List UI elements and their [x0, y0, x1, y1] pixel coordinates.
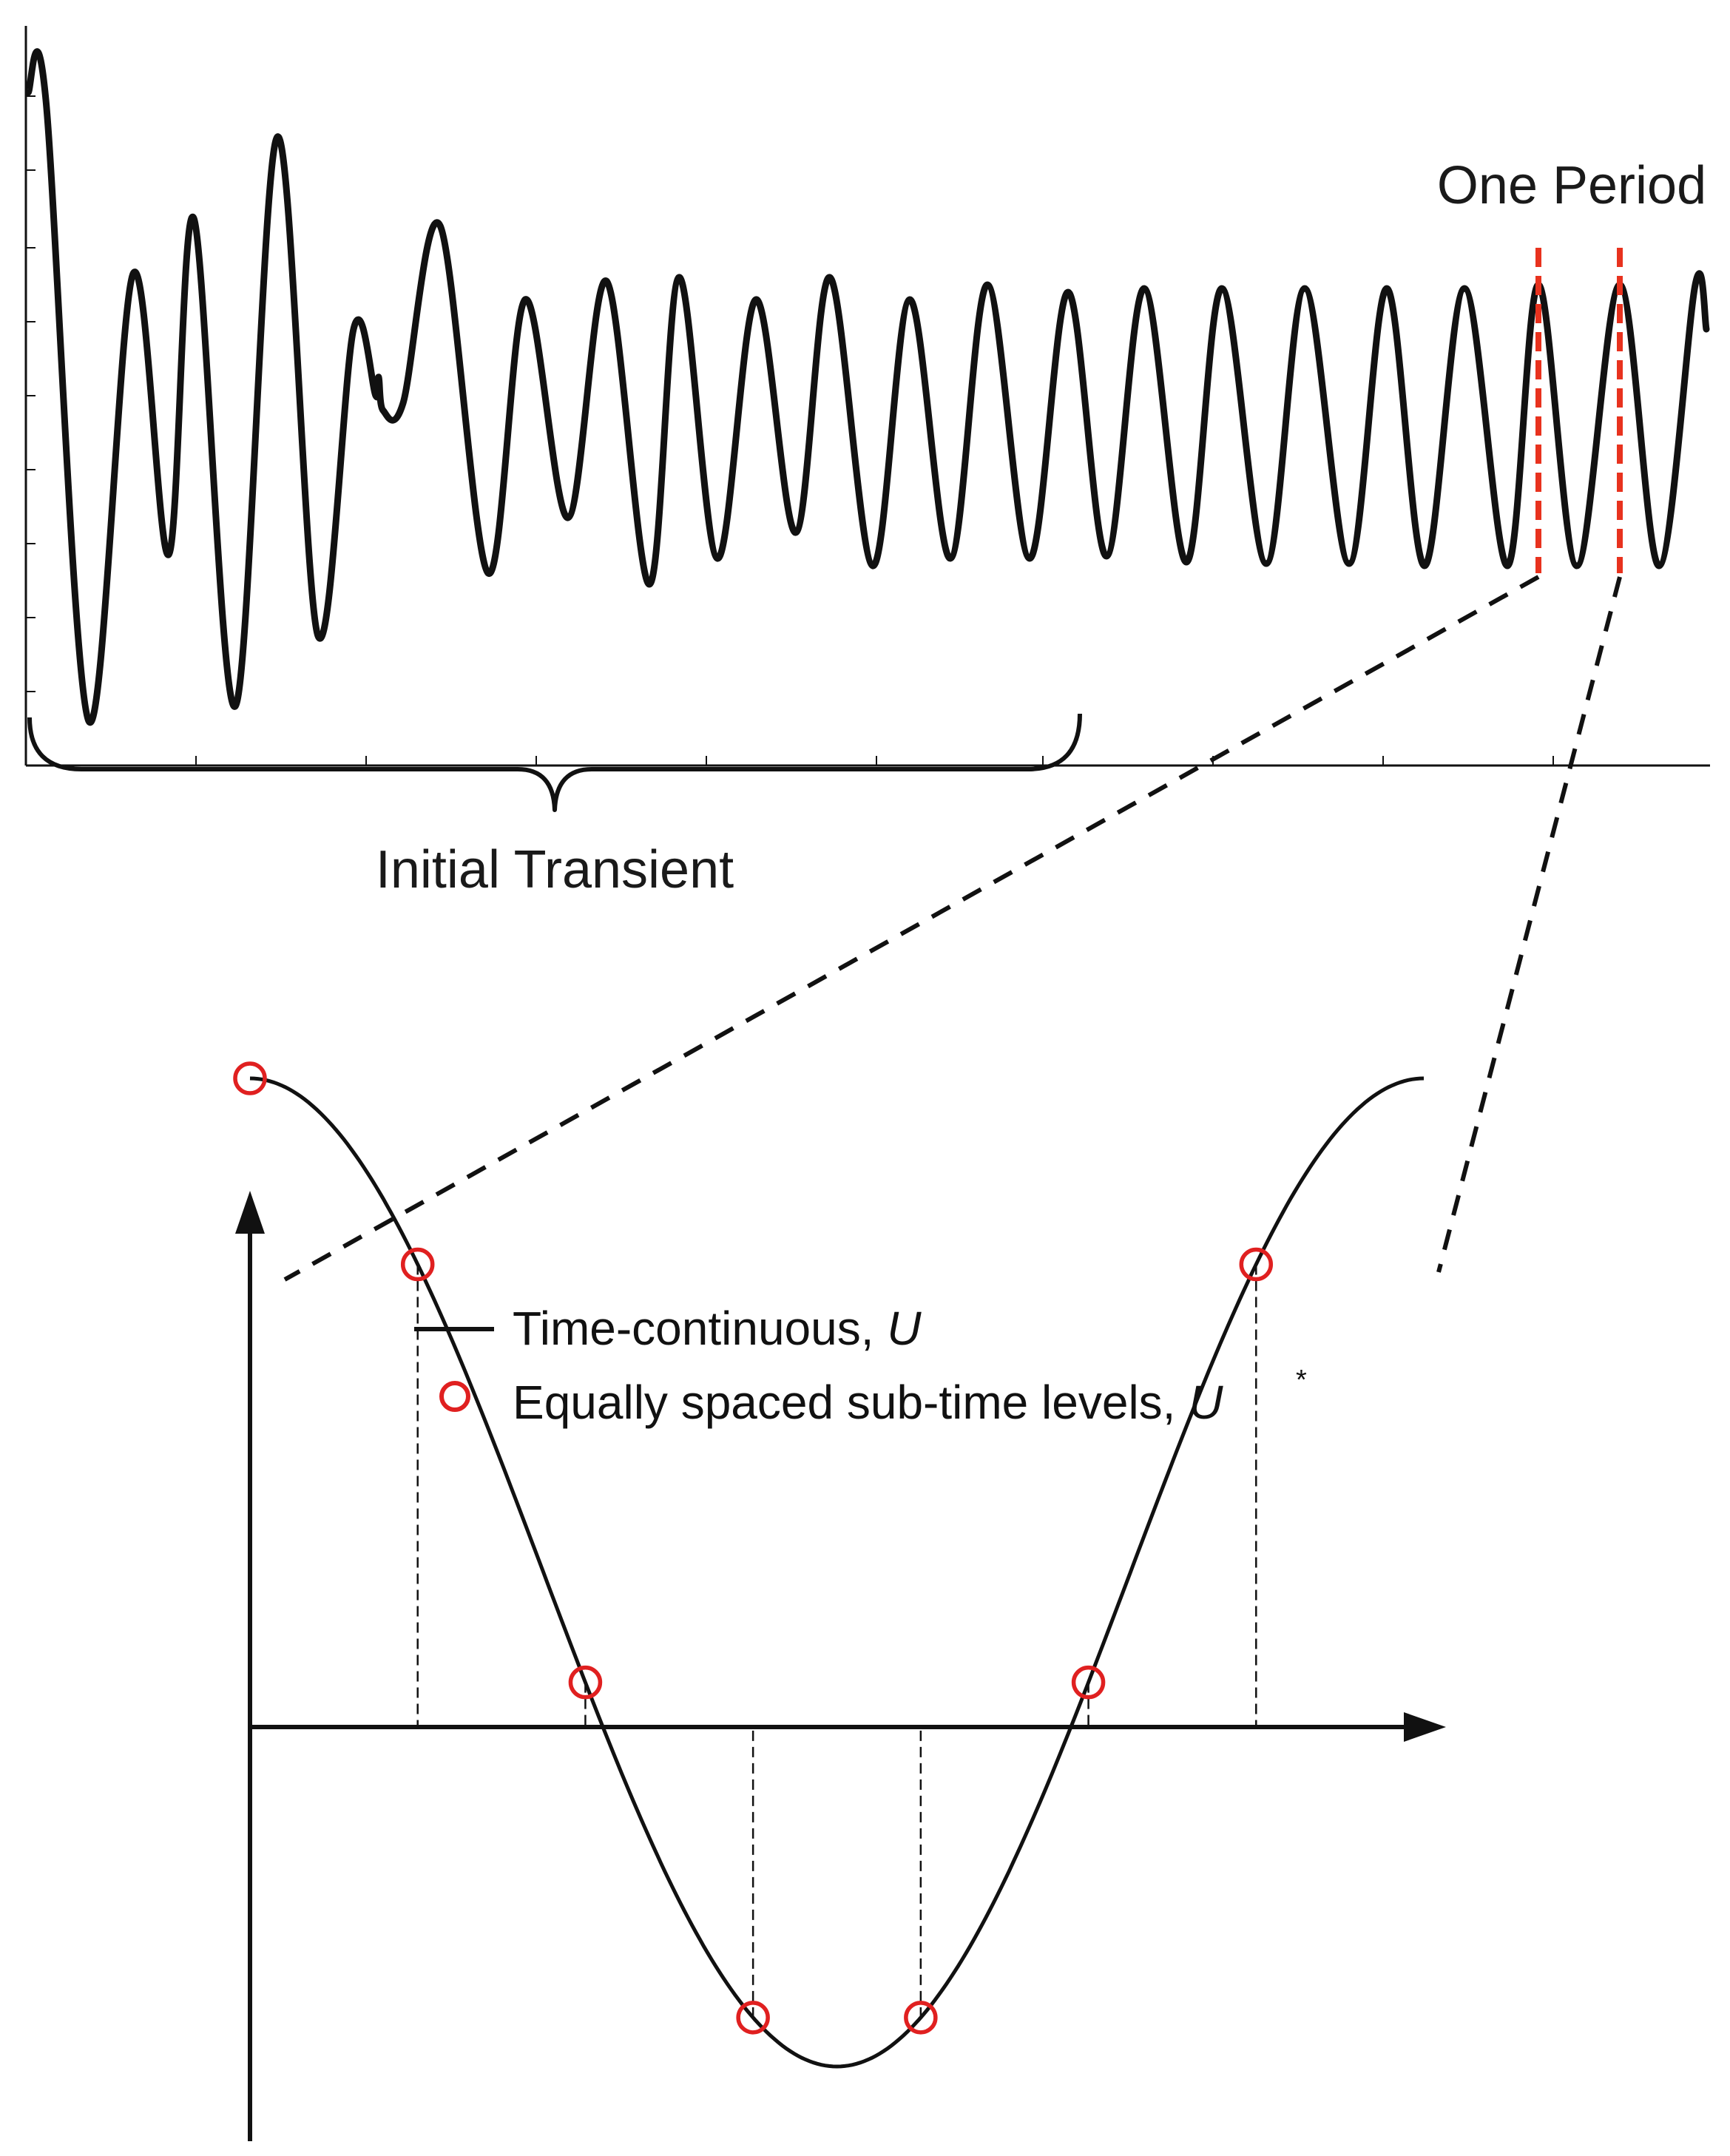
- top-x-ticks: [195, 756, 1554, 766]
- legend-line-entry: Time-continuous, U: [513, 1302, 922, 1355]
- legend-marker-swatch: [439, 1381, 470, 1412]
- sub-time-level-markers: [233, 1061, 1274, 2035]
- top-y-ticks: [26, 95, 36, 692]
- one-period-label: One Period: [1437, 156, 1706, 215]
- legend-line-label: Time-continuous,: [513, 1302, 887, 1355]
- transient-signal-curve: [24, 48, 1710, 726]
- legend-marker-symbol: U: [1189, 1376, 1223, 1429]
- sample-droplines: [416, 1264, 1257, 2018]
- y-axis-arrowhead: [235, 1191, 265, 1234]
- time-continuous-curve: [249, 1076, 1425, 2069]
- x-axis-arrowhead: [1404, 1712, 1446, 1742]
- top-panel: One Period Initial Transient: [24, 26, 1710, 899]
- sample-marker: [568, 1665, 603, 1700]
- transient-brace: [27, 713, 1082, 812]
- legend-line-symbol: U: [887, 1302, 922, 1355]
- legend-marker-superscript: *: [1296, 1365, 1307, 1396]
- zoom-connector-left: [283, 575, 1540, 1282]
- legend-marker-entry: Equally spaced sub-time levels, U: [513, 1376, 1223, 1429]
- sample-marker: [1071, 1665, 1106, 1700]
- initial-transient-label: Initial Transient: [376, 840, 734, 899]
- sample-marker: [400, 1247, 435, 1282]
- sample-marker: [1239, 1247, 1274, 1282]
- sample-marker: [904, 2001, 938, 2035]
- legend: Time-continuous, U Equally spaced sub-ti…: [414, 1302, 1307, 1429]
- zoom-connector-right: [1436, 576, 1622, 1273]
- legend-marker-label: Equally spaced sub-time levels,: [513, 1376, 1189, 1429]
- bottom-panel: Time-continuous, U Equally spaced sub-ti…: [233, 1061, 1446, 2141]
- sample-marker: [233, 1061, 267, 1095]
- sample-marker: [736, 2001, 770, 2035]
